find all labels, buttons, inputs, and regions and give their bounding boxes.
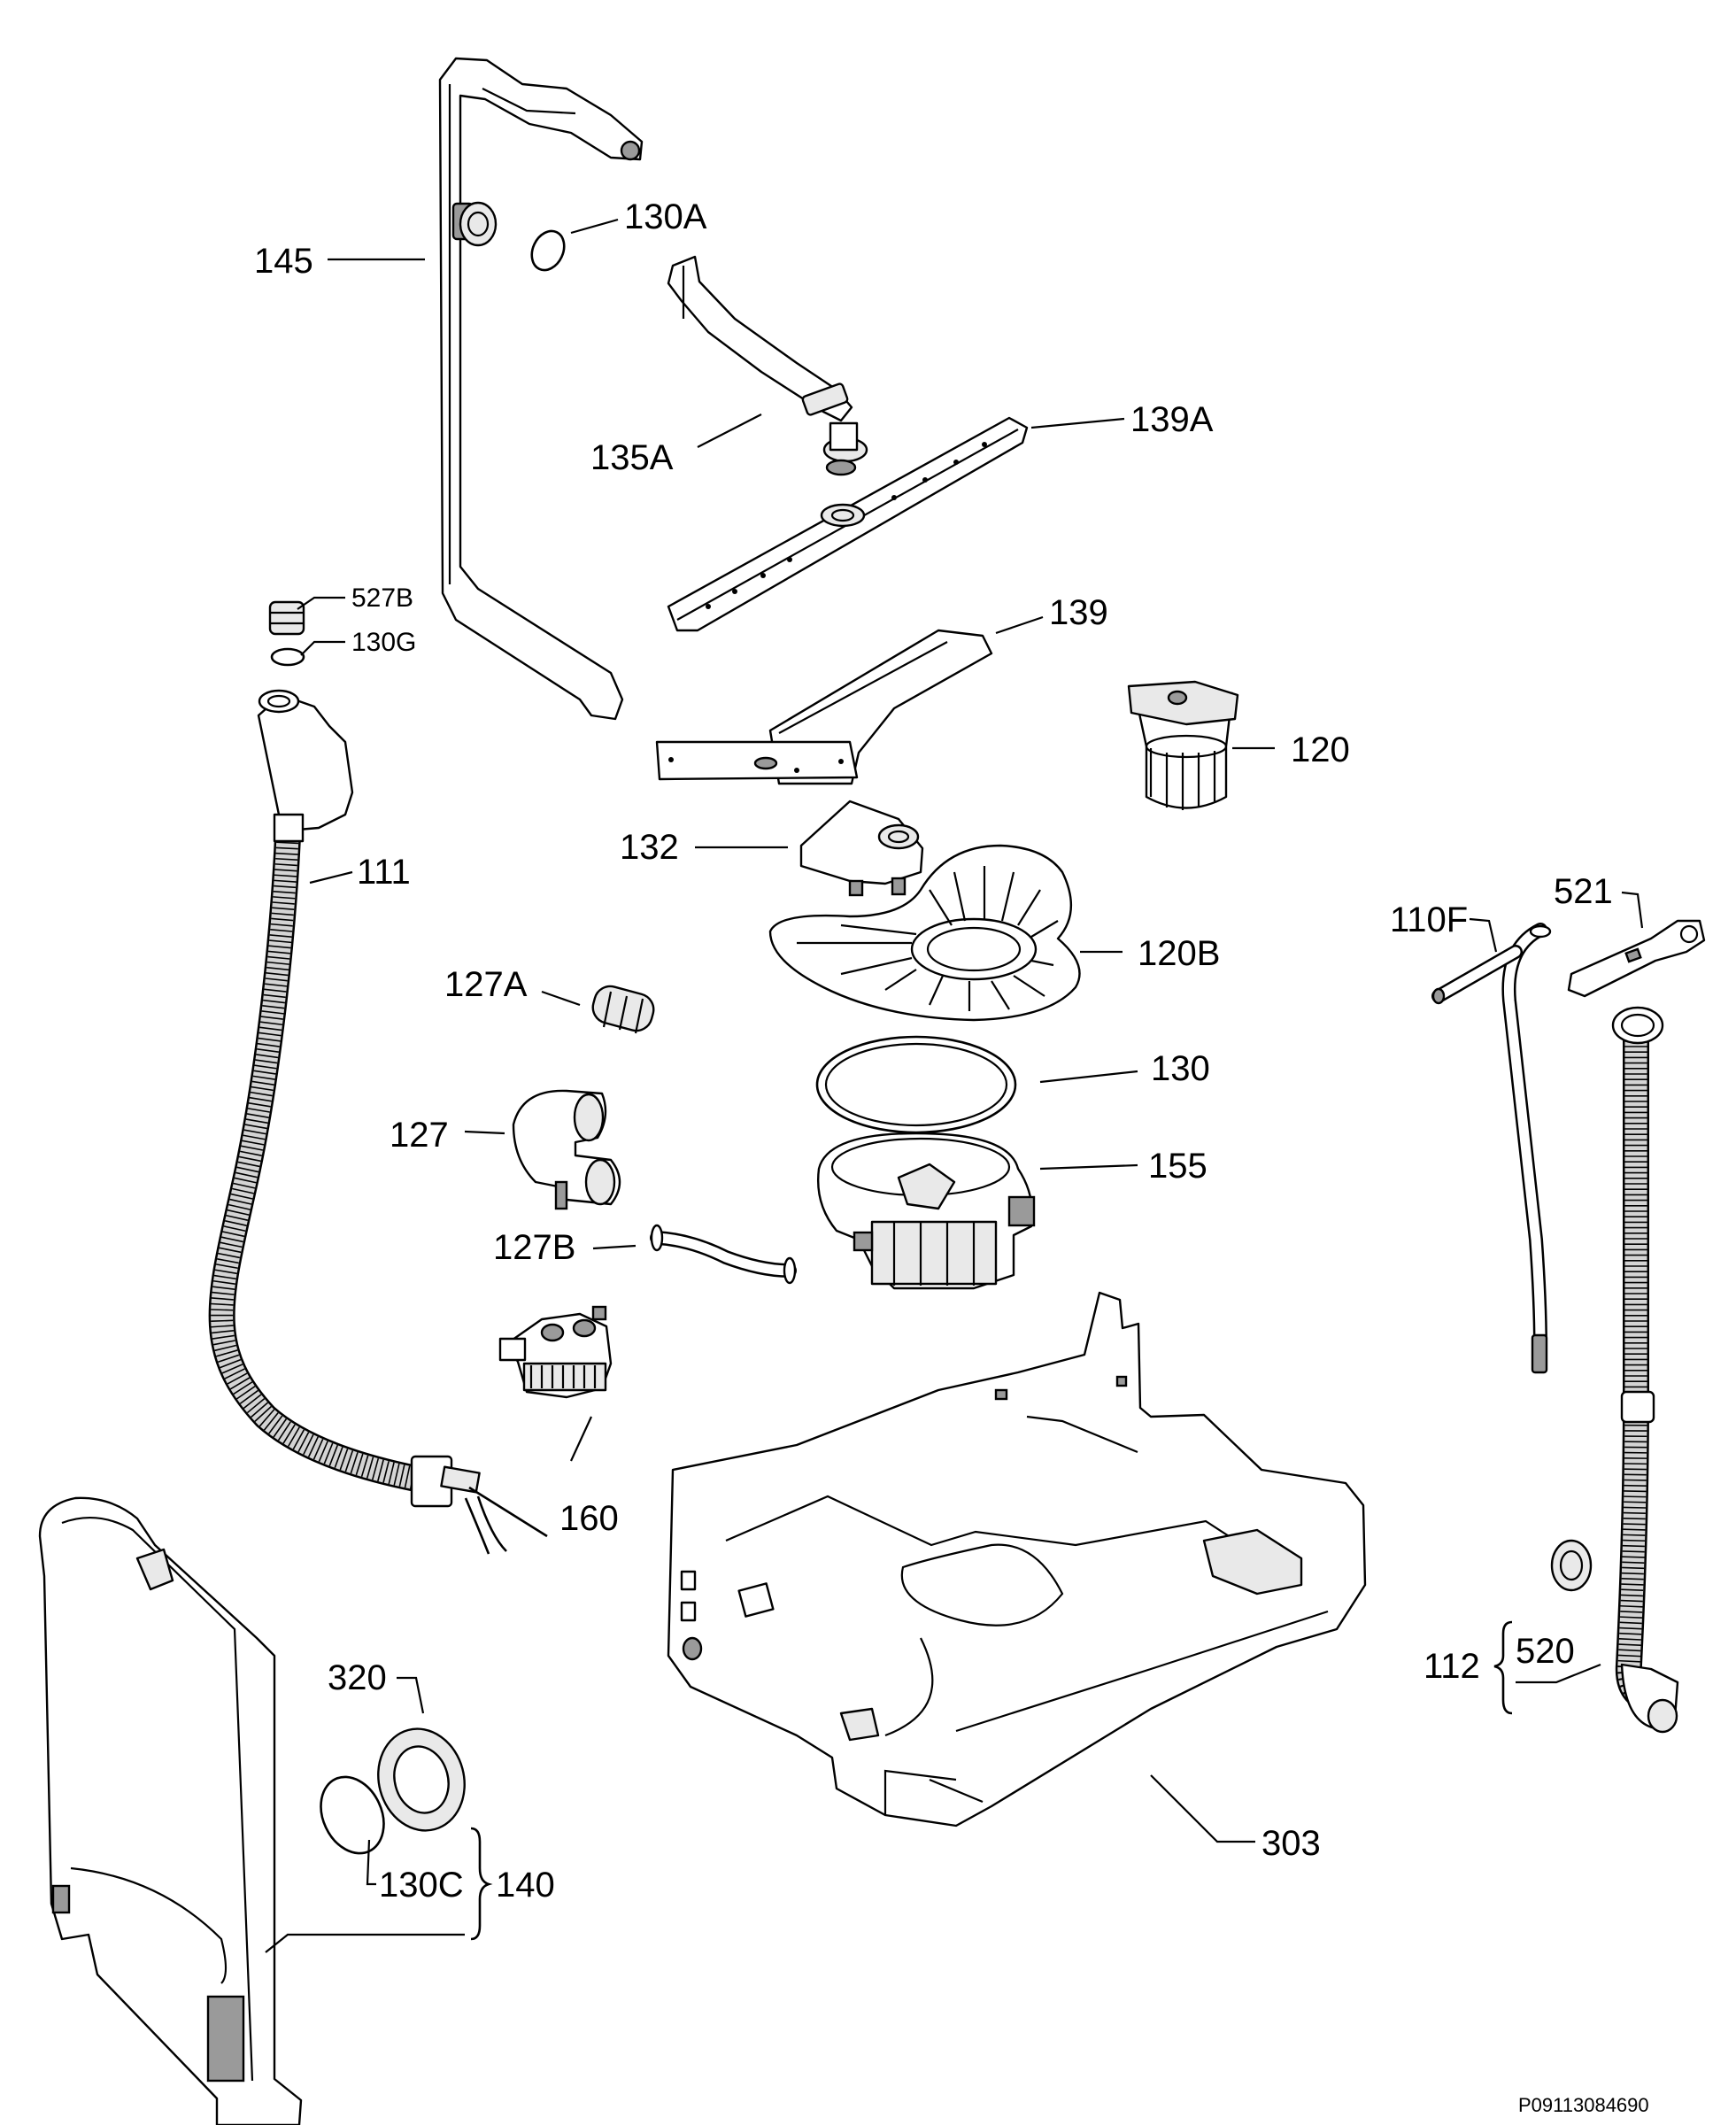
part-127B-small-hose xyxy=(650,1224,797,1285)
callout-127A: 127A xyxy=(444,965,528,1004)
callout-139: 139 xyxy=(1049,593,1108,632)
part-160-valve xyxy=(498,1305,613,1399)
callout-155: 155 xyxy=(1148,1147,1207,1186)
part-110F-thin-hose xyxy=(1431,923,1552,1374)
part-127A-connector xyxy=(591,985,655,1034)
leader-lines xyxy=(297,218,1644,1886)
callout-111: 111 xyxy=(357,853,411,892)
callout-160: 160 xyxy=(559,1499,619,1538)
part-139-lower-spray-arm xyxy=(655,629,993,785)
callout-320: 320 xyxy=(328,1658,387,1697)
callout-132: 132 xyxy=(620,828,679,867)
callout-135A: 135A xyxy=(590,438,674,477)
callout-139A: 139A xyxy=(1130,400,1214,439)
callout-521: 521 xyxy=(1554,872,1613,911)
part-132-bracket xyxy=(799,800,924,897)
part-111-inlet-hose xyxy=(208,689,548,1555)
part-140-door-panel xyxy=(38,1496,303,2125)
callout-130: 130 xyxy=(1151,1049,1210,1088)
callout-110F: 110F xyxy=(1390,900,1468,939)
callout-127: 127 xyxy=(390,1116,449,1155)
part-130-gasket-inner xyxy=(824,1042,1008,1127)
part-120B-sieve-plate xyxy=(768,844,1081,1022)
part-112-drain-hose xyxy=(1611,1006,1679,1734)
part-120-filter xyxy=(1127,680,1239,810)
part-527B-nut xyxy=(268,600,305,636)
callout-130A: 130A xyxy=(624,197,707,236)
part-303-base-frame xyxy=(667,1291,1367,1828)
part-520-hose-clip xyxy=(1550,1539,1593,1592)
callout-130G: 130G xyxy=(351,628,416,657)
brace-112 xyxy=(1493,1620,1513,1715)
part-127-elbow xyxy=(512,1089,621,1210)
part-130A-o-ring xyxy=(530,229,566,272)
part-320-seal xyxy=(377,1727,466,1832)
callout-520: 520 xyxy=(1516,1632,1575,1671)
part-139A-upper-spray-arm xyxy=(667,416,1029,632)
brace-140 xyxy=(470,1827,493,1941)
callout-120: 120 xyxy=(1291,730,1350,769)
callout-527B: 527B xyxy=(351,583,413,613)
part-145-water-pipe xyxy=(438,57,644,721)
callout-145: 145 xyxy=(254,242,313,281)
part-155-sump xyxy=(817,1132,1036,1290)
callout-303: 303 xyxy=(1261,1824,1321,1863)
callout-120B: 120B xyxy=(1138,934,1220,973)
callout-130C: 130C xyxy=(379,1866,464,1905)
part-130G-washer xyxy=(270,647,305,667)
part-521-clip xyxy=(1567,919,1706,998)
leader-140 xyxy=(265,1933,465,1953)
callout-140: 140 xyxy=(496,1866,555,1905)
callout-112: 112 xyxy=(1424,1647,1480,1686)
callout-127B: 127B xyxy=(493,1228,575,1267)
part-130-gasket xyxy=(815,1035,1017,1134)
part-135A-spray-arm-support xyxy=(667,255,868,476)
diagram-code: P09113084690 xyxy=(1518,2094,1649,2116)
